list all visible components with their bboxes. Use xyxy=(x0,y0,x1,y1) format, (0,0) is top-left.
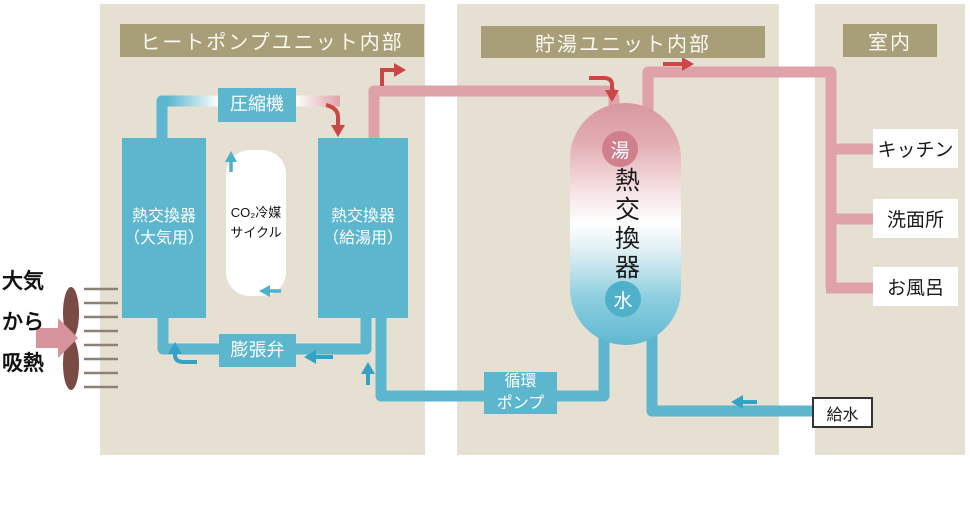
room-bath: お風呂 xyxy=(873,267,958,306)
indoor-title: 室内 xyxy=(843,24,937,57)
air-heat-line2: から xyxy=(2,310,44,334)
co2-cycle-text: CO₂冷媒 サイクル xyxy=(219,203,293,242)
tank-heat-exchanger: 湯 熱交換器 水 xyxy=(570,103,681,345)
co2-cycle-arrows xyxy=(225,151,281,297)
hot-water-badge: 湯 xyxy=(602,131,638,167)
hx-water-label-line2: （給湯用） xyxy=(322,230,403,247)
co2-cycle-ring xyxy=(226,150,286,296)
room-kitchen: キッチン xyxy=(873,129,958,168)
room-washroom: 洗面所 xyxy=(873,199,958,238)
hx-air-label-line2: （大気用） xyxy=(123,230,204,247)
heat-exchanger-water-box: 熱交換器 （給湯用） xyxy=(318,138,408,318)
air-heat-caption: 大気 から 吸熱 xyxy=(0,262,46,385)
pump-label-line2: ポンプ xyxy=(496,395,545,412)
room-kitchen-label: キッチン xyxy=(877,140,954,161)
room-bath-label: お風呂 xyxy=(886,278,944,299)
hx-water-label-line1: 熱交換器 xyxy=(330,207,395,225)
tank-heat-exchanger-label: 熱交換器 xyxy=(611,167,640,283)
expansion-valve-label: 膨張弁 xyxy=(230,339,285,360)
heat-pump-title: ヒートポンプユニット内部 xyxy=(120,24,424,57)
storage-title: 貯湯ユニット内部 xyxy=(481,26,765,58)
circulation-pump-box: 循環 ポンプ xyxy=(484,372,557,414)
pump-label-line1: 循環 xyxy=(504,372,537,390)
water-supply-label: 給水 xyxy=(826,406,859,424)
compressor-box: 圧縮機 xyxy=(218,88,296,122)
hx-air-label-line1: 熱交換器 xyxy=(131,207,196,225)
hot-flow-arrows xyxy=(325,57,694,137)
co2-label-line2: サイクル xyxy=(230,224,282,240)
cold-water-badge: 水 xyxy=(605,281,641,317)
air-heat-line3: 吸熱 xyxy=(2,351,44,375)
co2-label-line1: CO₂冷媒 xyxy=(230,205,282,220)
air-heat-line1: 大気 xyxy=(2,270,44,293)
air-intake-arrow xyxy=(36,318,78,358)
air-grille-lines xyxy=(84,287,118,389)
water-supply-box: 給水 xyxy=(812,397,873,428)
expansion-valve-box: 膨張弁 xyxy=(219,334,296,367)
compressor-label: 圧縮機 xyxy=(230,94,284,115)
cold-flow-arrows xyxy=(168,342,757,409)
room-washroom-label: 洗面所 xyxy=(886,210,944,231)
heat-exchanger-air-box: 熱交換器 （大気用） xyxy=(122,138,206,318)
